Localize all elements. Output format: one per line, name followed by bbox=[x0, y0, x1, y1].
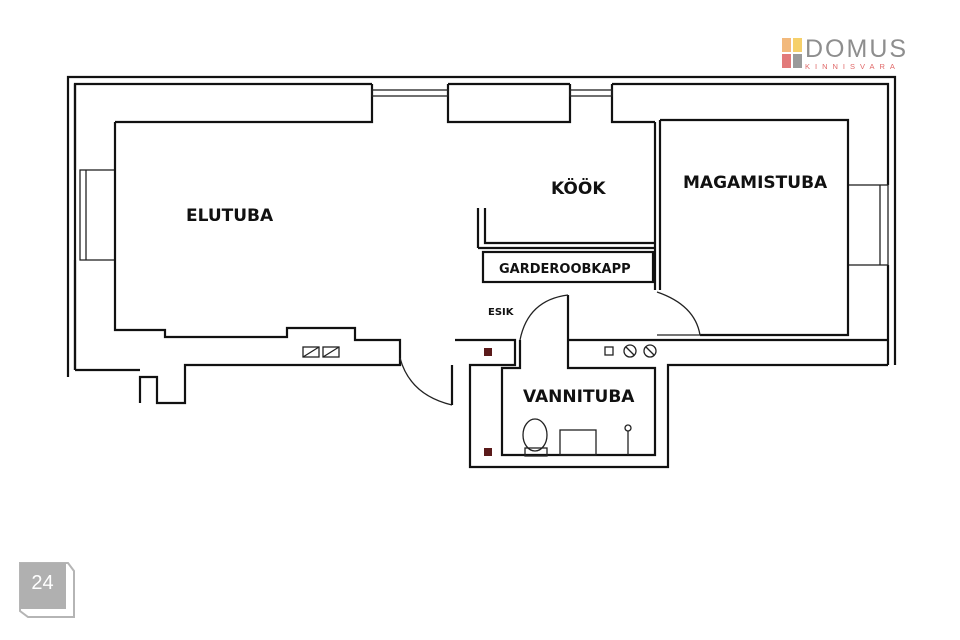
socket-icon bbox=[484, 448, 492, 456]
magamistuba-walls bbox=[658, 118, 850, 337]
domus-logo: DOMUS KINNISVARA bbox=[782, 35, 909, 71]
room-label-vannituba: VANNITUBA bbox=[523, 387, 635, 407]
page-number: 24 bbox=[31, 572, 54, 594]
room-label-kook: KÖÖK bbox=[551, 177, 606, 199]
switch-icon bbox=[604, 346, 614, 356]
stove-icon bbox=[302, 346, 340, 358]
logo-mark-icon bbox=[782, 38, 802, 68]
outer-walls bbox=[66, 75, 897, 377]
elutuba-walls bbox=[75, 122, 402, 405]
toilet-icon bbox=[522, 418, 548, 457]
room-label-garderoobkapp: GARDEROOBKAPP bbox=[499, 262, 631, 277]
bathroom-door-swing bbox=[519, 294, 569, 341]
logo-subtitle: KINNISVARA bbox=[805, 62, 900, 71]
room-label-magamistuba: MAGAMISTUBA bbox=[683, 173, 828, 193]
room-label-elutuba: ELUTUBA bbox=[186, 206, 274, 226]
page-number-badge bbox=[19, 562, 75, 618]
vent-icon bbox=[643, 344, 657, 358]
shower-icon bbox=[624, 424, 632, 455]
bedroom-door-swing bbox=[656, 291, 701, 336]
room-label-esik: ESIK bbox=[488, 307, 515, 318]
kook-walls bbox=[476, 122, 657, 290]
logo-name: DOMUS bbox=[805, 35, 909, 63]
garderoobkapp-outline bbox=[481, 250, 655, 284]
socket-icon bbox=[484, 348, 492, 356]
entry-door-swing bbox=[399, 357, 453, 406]
sink-icon bbox=[559, 429, 597, 456]
vent-icon bbox=[623, 344, 637, 358]
